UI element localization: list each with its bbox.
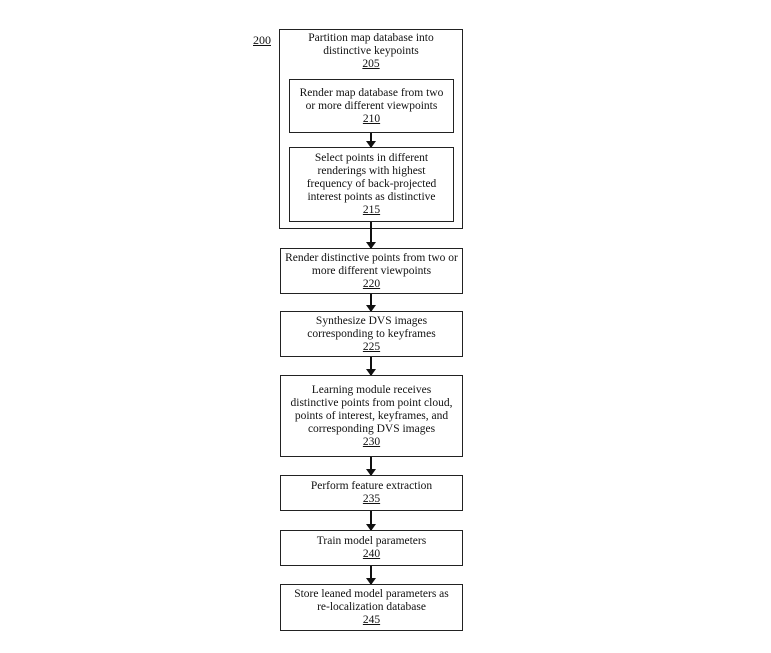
figure-label: 200	[253, 33, 271, 47]
arrow-210-215	[366, 133, 376, 148]
step-205-container: Partition map database into distinctive …	[279, 29, 463, 229]
step-225-box: Synthesize DVS images corresponding to k…	[280, 311, 463, 357]
step-225-text: Synthesize DVS images corresponding to k…	[307, 314, 436, 340]
step-220-box: Render distinctive points from two or mo…	[280, 248, 463, 294]
step-230-text: Learning module receives distinctive poi…	[290, 383, 453, 435]
arrow-235-240	[366, 511, 376, 531]
arrow-225-230	[366, 357, 376, 376]
step-215-ref: 215	[362, 204, 381, 216]
step-205-text: Partition map database into distinctive …	[308, 32, 434, 57]
step-220-text: Render distinctive points from two or mo…	[285, 251, 458, 277]
step-210-box: Render map database from two or more dif…	[289, 79, 454, 133]
arrow-240-245	[366, 566, 376, 585]
step-245-text: Store leaned model parameters as re-loca…	[294, 588, 449, 613]
step-220-ref: 220	[362, 277, 381, 290]
step-235-ref: 235	[362, 493, 381, 505]
arrow-230-235	[366, 457, 376, 476]
step-245-box: Store leaned model parameters as re-loca…	[280, 584, 463, 631]
step-235-box: Perform feature extraction 235	[280, 475, 463, 511]
arrow-220-225	[366, 294, 376, 312]
step-245-ref: 245	[362, 614, 381, 626]
arrow-215-220	[366, 222, 376, 249]
step-210-ref: 210	[362, 112, 381, 125]
step-240-ref: 240	[362, 548, 381, 560]
step-215-box: Select points in different renderings wi…	[289, 147, 454, 222]
step-215-text: Select points in different renderings wi…	[306, 152, 437, 203]
step-225-ref: 225	[362, 340, 381, 353]
step-230-ref: 230	[362, 435, 381, 448]
step-235-text: Perform feature extraction	[310, 480, 433, 492]
step-210-text: Render map database from two or more dif…	[299, 86, 444, 112]
step-240-box: Train model parameters 240	[280, 530, 463, 566]
step-205-ref: 205	[362, 58, 380, 70]
step-240-text: Train model parameters	[316, 535, 427, 547]
step-230-box: Learning module receives distinctive poi…	[280, 375, 463, 457]
